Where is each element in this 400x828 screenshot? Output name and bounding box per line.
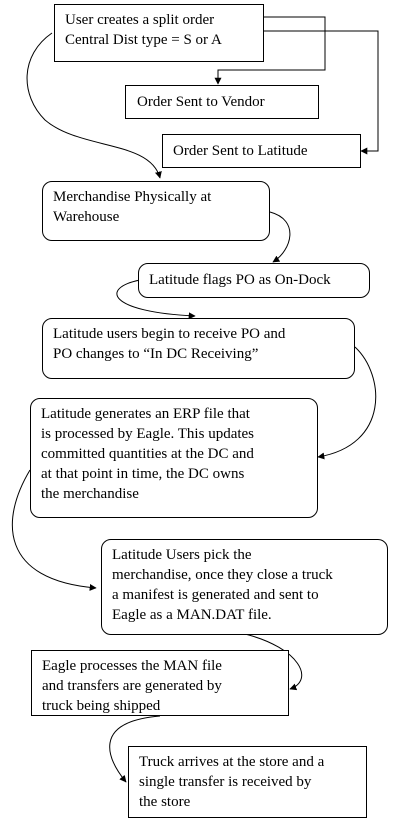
arrow-create-to-warehouse <box>26 32 162 179</box>
step-merchandise-at-warehouse: Merchandise Physically at Warehouse <box>42 181 270 241</box>
arrow-create-to-vendor <box>214 16 326 85</box>
arrow-ondock-to-receiving <box>116 279 196 320</box>
step-create-split-order: User creates a split order Central Dist … <box>54 4 264 62</box>
arrow-warehouse-to-ondock <box>269 211 291 263</box>
step-eagle-processes-man-file: Eagle processes the MAN file and transfe… <box>31 650 289 716</box>
step-begin-receiving: Latitude users begin to receive PO and P… <box>42 318 355 379</box>
step-erp-file-generated: Latitude generates an ERP file that is p… <box>30 398 318 518</box>
arrow-erp-to-pick <box>11 469 97 591</box>
arrow-create-to-latitude <box>264 30 379 155</box>
step-order-sent-to-latitude: Order Sent to Latitude <box>162 134 361 168</box>
step-users-pick-merchandise: Latitude Users pick the merchandise, onc… <box>101 539 388 635</box>
step-latitude-flags-on-dock: Latitude flags PO as On-Dock <box>138 263 370 298</box>
arrow-receiving-to-erp <box>317 346 377 460</box>
step-order-sent-to-vendor: Order Sent to Vendor <box>125 85 319 119</box>
arrow-pick-to-man <box>244 633 303 691</box>
step-truck-arrives-at-store: Truck arrives at the store and a single … <box>128 746 367 818</box>
arrow-man-to-store <box>109 715 161 783</box>
